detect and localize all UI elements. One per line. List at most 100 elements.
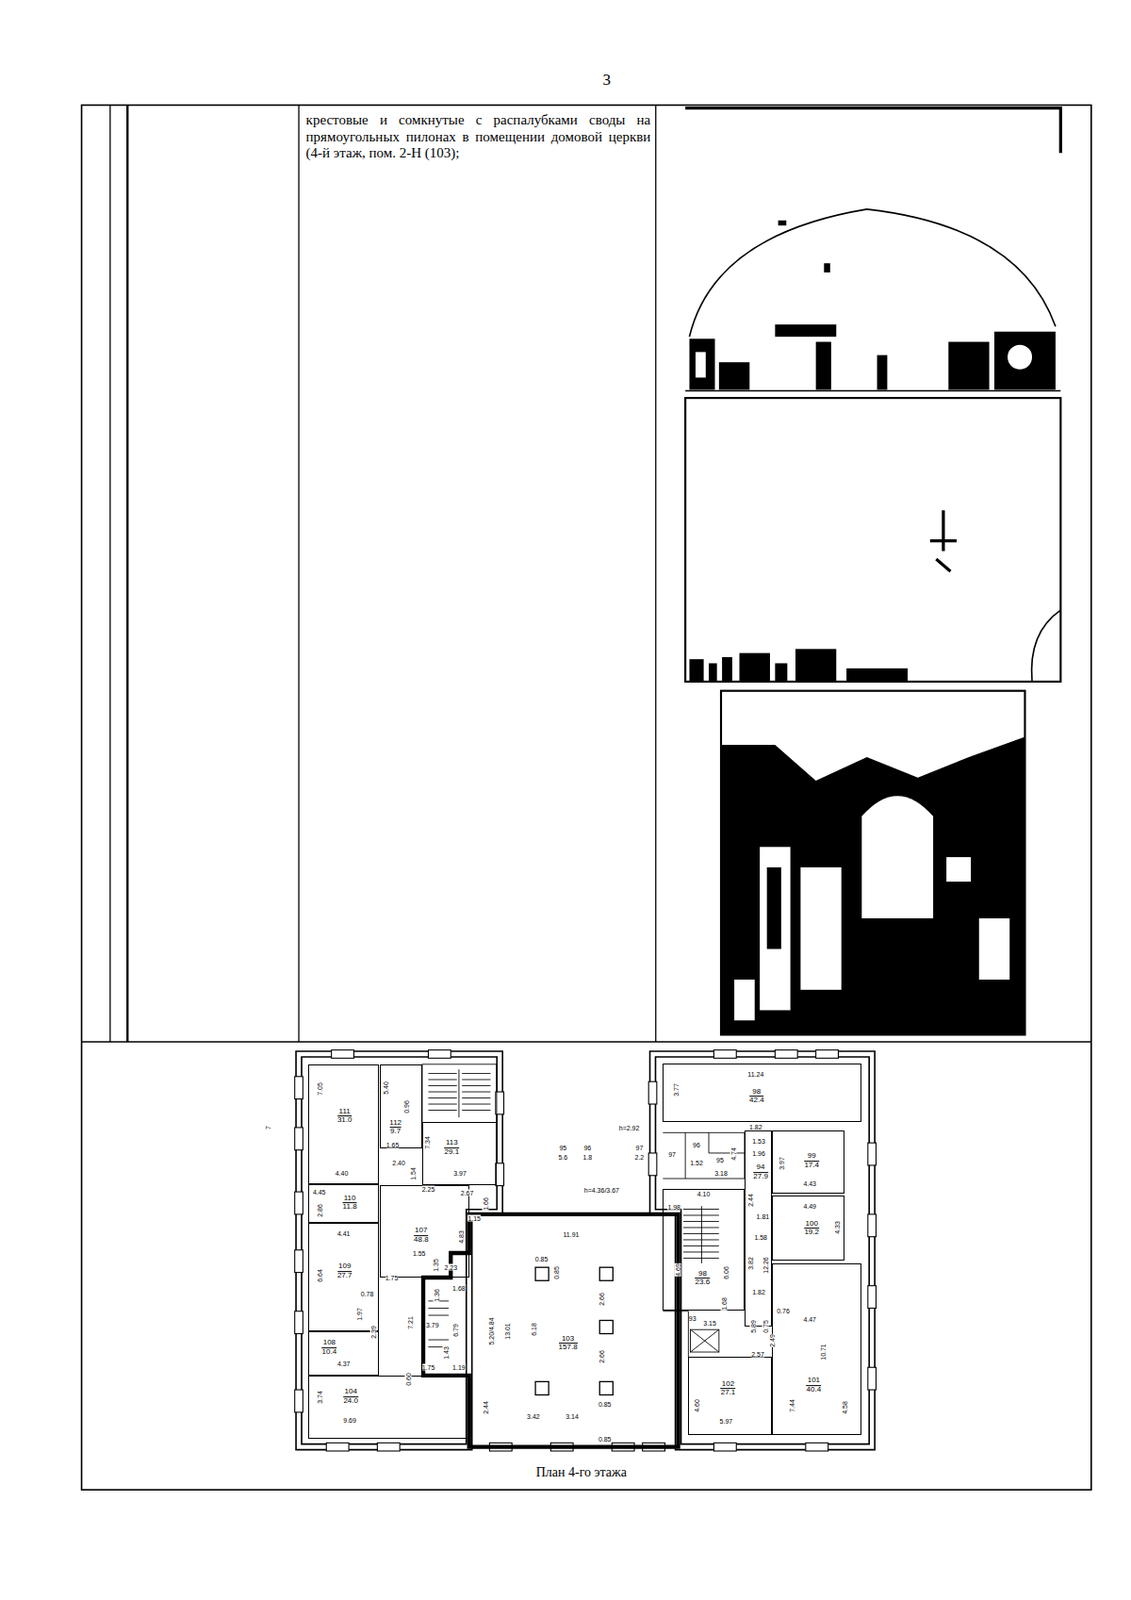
room-number: 108 xyxy=(322,1338,338,1347)
room-area: 11.8 xyxy=(343,1202,358,1211)
dimension-label: 1.66 xyxy=(482,1196,490,1211)
dimension-label: 11.24 xyxy=(747,1070,764,1078)
room-label: 11131.0 xyxy=(337,1107,353,1125)
dimension-label: 3.79 xyxy=(426,1320,440,1328)
dimension-label: 1.68 xyxy=(452,1283,466,1291)
dimension-label: 0.85 xyxy=(535,1255,549,1263)
room-area: 27.7 xyxy=(337,1271,353,1279)
photo-2 xyxy=(685,397,1061,682)
dimension-label: 6.18 xyxy=(529,1322,537,1336)
dimension-label: 4.45 xyxy=(312,1187,327,1195)
dimension-label: 1.75 xyxy=(385,1273,399,1280)
room-number: 107 xyxy=(413,1226,429,1235)
dimension-label: 3.82 xyxy=(747,1256,754,1270)
room-area: 157.8 xyxy=(558,1344,578,1352)
dimension-label: 7.44 xyxy=(787,1398,795,1412)
dimension-label: 4.40 xyxy=(335,1169,349,1177)
dimension-label: 9.69 xyxy=(343,1416,357,1424)
room: 10810.4 xyxy=(308,1330,380,1376)
room-number: 112 xyxy=(389,1118,402,1128)
dimension-label: 2.23 xyxy=(443,1262,458,1270)
dimension-label: 5.40 xyxy=(382,1081,390,1095)
room-label: 10140.4 xyxy=(806,1376,822,1394)
dimension-label: 97 xyxy=(635,1144,643,1151)
dimension-label: 1.65 xyxy=(386,1141,400,1148)
dimension-label: 0.96 xyxy=(402,1099,410,1114)
dimension-label: 0.75 xyxy=(761,1319,769,1333)
dimension-label: 95 xyxy=(716,1156,724,1164)
room-label: 11011.8 xyxy=(343,1194,358,1212)
dimension-label: 1.19 xyxy=(452,1363,466,1371)
dimension-label: 10.71 xyxy=(819,1343,827,1361)
room-area: 27.1 xyxy=(721,1388,737,1396)
room-label: 9917.4 xyxy=(803,1151,820,1169)
dimension-label: h=2.92 xyxy=(619,1123,640,1131)
dimension-label: 0.85 xyxy=(598,1434,612,1442)
dimension-label: 1.35 xyxy=(432,1258,440,1272)
room-label: 10927.7 xyxy=(337,1262,353,1279)
dimension-label: 4.49 xyxy=(803,1202,817,1210)
dimension-label: 96 xyxy=(583,1144,591,1151)
dimension-label: 11.91 xyxy=(563,1230,580,1238)
room-label: 1129.7 xyxy=(389,1118,402,1136)
room-number: 98 xyxy=(695,1269,711,1279)
room: 10424.0 xyxy=(308,1375,470,1439)
dimension-label: 4.60 xyxy=(693,1398,701,1412)
dimension-label: 3.97 xyxy=(453,1169,467,1177)
dimension-label: 1.82 xyxy=(752,1287,766,1295)
dimension-label: 7 xyxy=(263,1125,271,1130)
room: 103157.8 xyxy=(469,1212,679,1447)
room-area: 42.4 xyxy=(749,1097,765,1105)
table-lines xyxy=(81,104,1092,1490)
dimension-label: 0.76 xyxy=(776,1307,790,1314)
room: 9427.9 xyxy=(744,1130,772,1327)
dimension-label: 6.06 xyxy=(722,1266,730,1280)
photo-3 xyxy=(721,690,1025,1035)
dimension-label: 4.33 xyxy=(834,1220,841,1234)
dimension-label: 6.79 xyxy=(451,1323,459,1337)
dimension-label: 0.85 xyxy=(598,1399,612,1407)
room-number: 100 xyxy=(803,1219,820,1229)
dimension-label: 12.26 xyxy=(761,1256,769,1274)
room-label: 9427.9 xyxy=(753,1163,769,1181)
room-area: 29.1 xyxy=(444,1147,460,1156)
room-number: 101 xyxy=(806,1376,822,1386)
room-area: 40.4 xyxy=(806,1385,822,1394)
dimension-label: 1.54 xyxy=(409,1167,417,1181)
dimension-label: 2.67 xyxy=(460,1188,475,1196)
dimension-label: 1.43 xyxy=(442,1345,449,1360)
dimension-label: 5.89 xyxy=(749,1319,756,1333)
dimension-label: 2.44 xyxy=(482,1400,490,1414)
room-number: 109 xyxy=(337,1262,353,1271)
dimension-label: 97 xyxy=(668,1149,676,1157)
room-number: 113 xyxy=(444,1138,460,1148)
room-label: 10424.0 xyxy=(343,1387,359,1405)
room-number: 110 xyxy=(343,1194,358,1203)
dimension-label: 3.74 xyxy=(315,1391,323,1405)
room: 10140.4 xyxy=(771,1262,862,1436)
dimension-label: 4.37 xyxy=(337,1359,351,1366)
dimension-label: 1.36 xyxy=(433,1288,441,1302)
dimension-label: 3.77 xyxy=(672,1082,680,1097)
dimension-label: 1.82 xyxy=(749,1122,763,1130)
dimension-label: 7.21 xyxy=(407,1316,414,1330)
table-cell: крестовые и сомкнутые с распалубками сво… xyxy=(306,112,652,163)
room-number: 94 xyxy=(753,1163,769,1172)
dimension-label: 2.40 xyxy=(392,1158,406,1165)
dimension-label: 6.64 xyxy=(315,1268,323,1282)
dimension-label: 1.97 xyxy=(355,1307,362,1321)
room-area: 17.4 xyxy=(803,1161,820,1169)
dimension-label: 1.75 xyxy=(422,1363,436,1371)
dimension-label: h=4.36/3.67 xyxy=(584,1185,620,1193)
dimension-label: 4.69 xyxy=(673,1262,681,1277)
dimension-label: 4.10 xyxy=(697,1190,711,1197)
dimension-label: 96 xyxy=(692,1141,701,1148)
room-area: 10.4 xyxy=(322,1347,338,1356)
dimension-label: 95 xyxy=(558,1144,567,1151)
room-area: 19.2 xyxy=(803,1228,820,1236)
room-number: 98 xyxy=(749,1087,765,1097)
dimension-label: 0.60 xyxy=(404,1372,411,1386)
room-label: 10748.8 xyxy=(413,1226,429,1244)
